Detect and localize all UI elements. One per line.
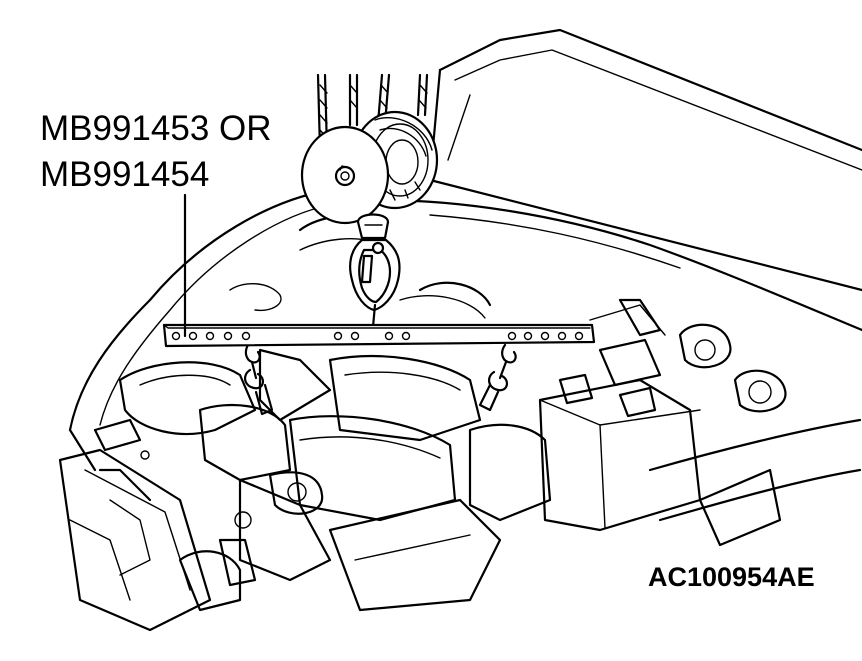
engine-block — [118, 348, 552, 612]
pulley-block — [300, 110, 439, 225]
hood — [428, 28, 862, 292]
shackle-hook — [349, 213, 401, 346]
tool-callout-line-1: MB991453 OR — [40, 109, 272, 148]
lift-chains — [244, 343, 517, 416]
front-end — [58, 418, 212, 632]
figure-id: AC100954AE — [648, 562, 815, 592]
tool-callout-label: MB991453 OR MB991454 — [40, 106, 272, 198]
engine-bay — [68, 188, 862, 472]
lifting-bar — [162, 323, 596, 348]
battery-area — [538, 323, 862, 547]
tool-callout-line-2: MB991454 — [40, 155, 210, 194]
bar-holes — [171, 331, 584, 341]
